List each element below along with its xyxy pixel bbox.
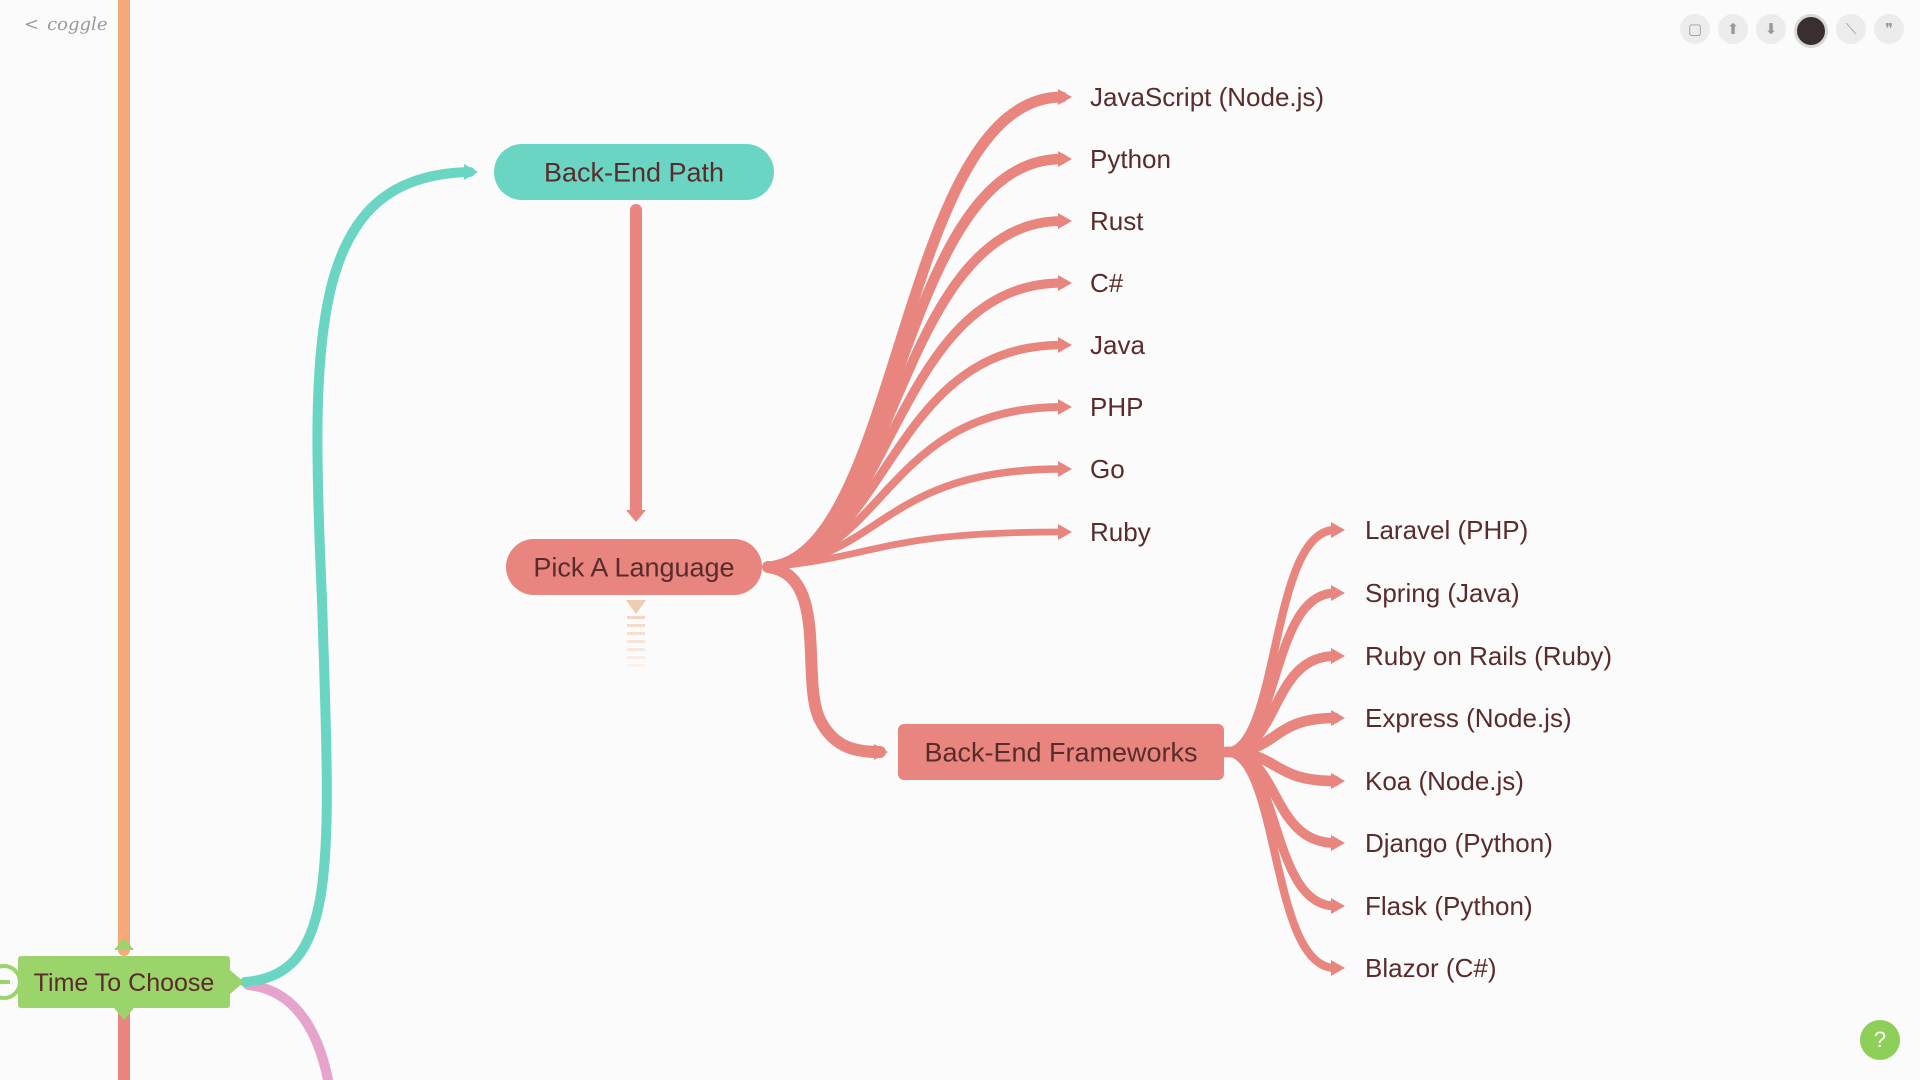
language-arrow-0 xyxy=(1058,89,1072,105)
framework-item-6[interactable]: Flask (Python) xyxy=(1365,891,1533,921)
framework-arrow-0 xyxy=(1331,522,1345,538)
language-arrow-2 xyxy=(1058,213,1072,229)
language-item-6[interactable]: Go xyxy=(1090,454,1125,484)
framework-arrow-5 xyxy=(1331,835,1345,851)
teal-branch xyxy=(240,167,475,987)
toolbar: ▢ ⬆ ⬇ ⟍ ❞ xyxy=(1680,14,1904,48)
avatar-icon[interactable] xyxy=(1794,14,1828,48)
language-arrow-7 xyxy=(1058,524,1072,540)
framework-branch-7 xyxy=(1221,747,1340,973)
back-to-dashboard-link[interactable]: < coggle xyxy=(24,14,107,35)
language-item-1[interactable]: Python xyxy=(1090,144,1171,174)
framework-item-1[interactable]: Spring (Java) xyxy=(1365,578,1520,608)
pick-a-language-node[interactable]: Pick A Language xyxy=(506,539,762,595)
time-to-choose-node[interactable]: Time To Choose xyxy=(18,938,244,1020)
top-bar: < coggle ▢ ⬆ ⬇ ⟍ ❞ xyxy=(0,0,1920,60)
language-item-0[interactable]: JavaScript (Node.js) xyxy=(1090,82,1324,112)
collapse-toggle[interactable] xyxy=(0,964,22,1000)
language-item-5[interactable]: PHP xyxy=(1090,392,1143,422)
teal-arrow xyxy=(464,164,478,180)
framework-item-4[interactable]: Koa (Node.js) xyxy=(1365,766,1524,796)
draw-icon[interactable]: ⟍ xyxy=(1836,14,1866,44)
down-arrow xyxy=(626,510,646,522)
back-end-frameworks-node-label: Back-End Frameworks xyxy=(924,738,1197,768)
framework-arrow-4 xyxy=(1331,773,1345,789)
help-button[interactable]: ? xyxy=(1860,1020,1900,1060)
framework-item-7[interactable]: Blazor (C#) xyxy=(1365,953,1496,983)
frameworks-arrow xyxy=(874,744,888,760)
quote-icon[interactable]: ❞ xyxy=(1874,14,1904,44)
language-arrow-3 xyxy=(1058,275,1072,291)
pink-branch xyxy=(243,980,333,1080)
framework-item-5[interactable]: Django (Python) xyxy=(1365,828,1553,858)
back-end-path-node[interactable]: Back-End Path xyxy=(494,144,774,200)
back-end-path-node-label: Back-End Path xyxy=(544,158,724,188)
framework-arrow-1 xyxy=(1331,585,1345,601)
language-item-2[interactable]: Rust xyxy=(1090,206,1144,236)
framework-arrow-7 xyxy=(1331,960,1345,976)
framework-arrow-6 xyxy=(1331,898,1345,914)
framework-item-3[interactable]: Express (Node.js) xyxy=(1365,703,1572,733)
pick-a-language-node-box xyxy=(506,539,762,595)
language-arrow-6 xyxy=(1058,461,1072,477)
language-branch-7 xyxy=(764,528,1066,571)
back-end-frameworks-node[interactable]: Back-End Frameworks xyxy=(898,724,1224,780)
language-arrow-5 xyxy=(1058,399,1072,415)
framework-item-2[interactable]: Ruby on Rails (Ruby) xyxy=(1365,641,1612,671)
time-to-choose-label: Time To Choose xyxy=(34,969,215,997)
framework-arrow-2 xyxy=(1331,648,1345,664)
pick-a-language-node-label: Pick A Language xyxy=(533,553,734,583)
time-to-choose-box xyxy=(18,956,230,1008)
language-item-3[interactable]: C# xyxy=(1090,268,1124,298)
node-up-marker xyxy=(114,938,134,950)
node-down-marker xyxy=(114,1008,134,1020)
back-end-path-node-box xyxy=(494,144,774,200)
present-icon[interactable]: ▢ xyxy=(1680,14,1710,44)
node-right-marker xyxy=(230,970,244,994)
language-arrow-4 xyxy=(1058,337,1072,353)
back-end-frameworks-node-box xyxy=(898,724,1224,780)
framework-arrow-3 xyxy=(1331,710,1345,726)
download-icon[interactable]: ⬇ xyxy=(1756,14,1786,44)
language-item-7[interactable]: Ruby xyxy=(1090,517,1151,547)
upload-icon[interactable]: ⬆ xyxy=(1718,14,1748,44)
framework-branch-3 xyxy=(1220,712,1341,758)
coggle-logo: coggle xyxy=(47,14,108,35)
collapsed-children-indicator xyxy=(626,600,646,667)
language-item-4[interactable]: Java xyxy=(1090,330,1145,360)
language-arrow-1 xyxy=(1058,151,1072,167)
chevron-left-icon: < xyxy=(24,14,40,35)
language-to-frameworks-branch xyxy=(762,561,886,758)
framework-item-0[interactable]: Laravel (PHP) xyxy=(1365,515,1528,545)
